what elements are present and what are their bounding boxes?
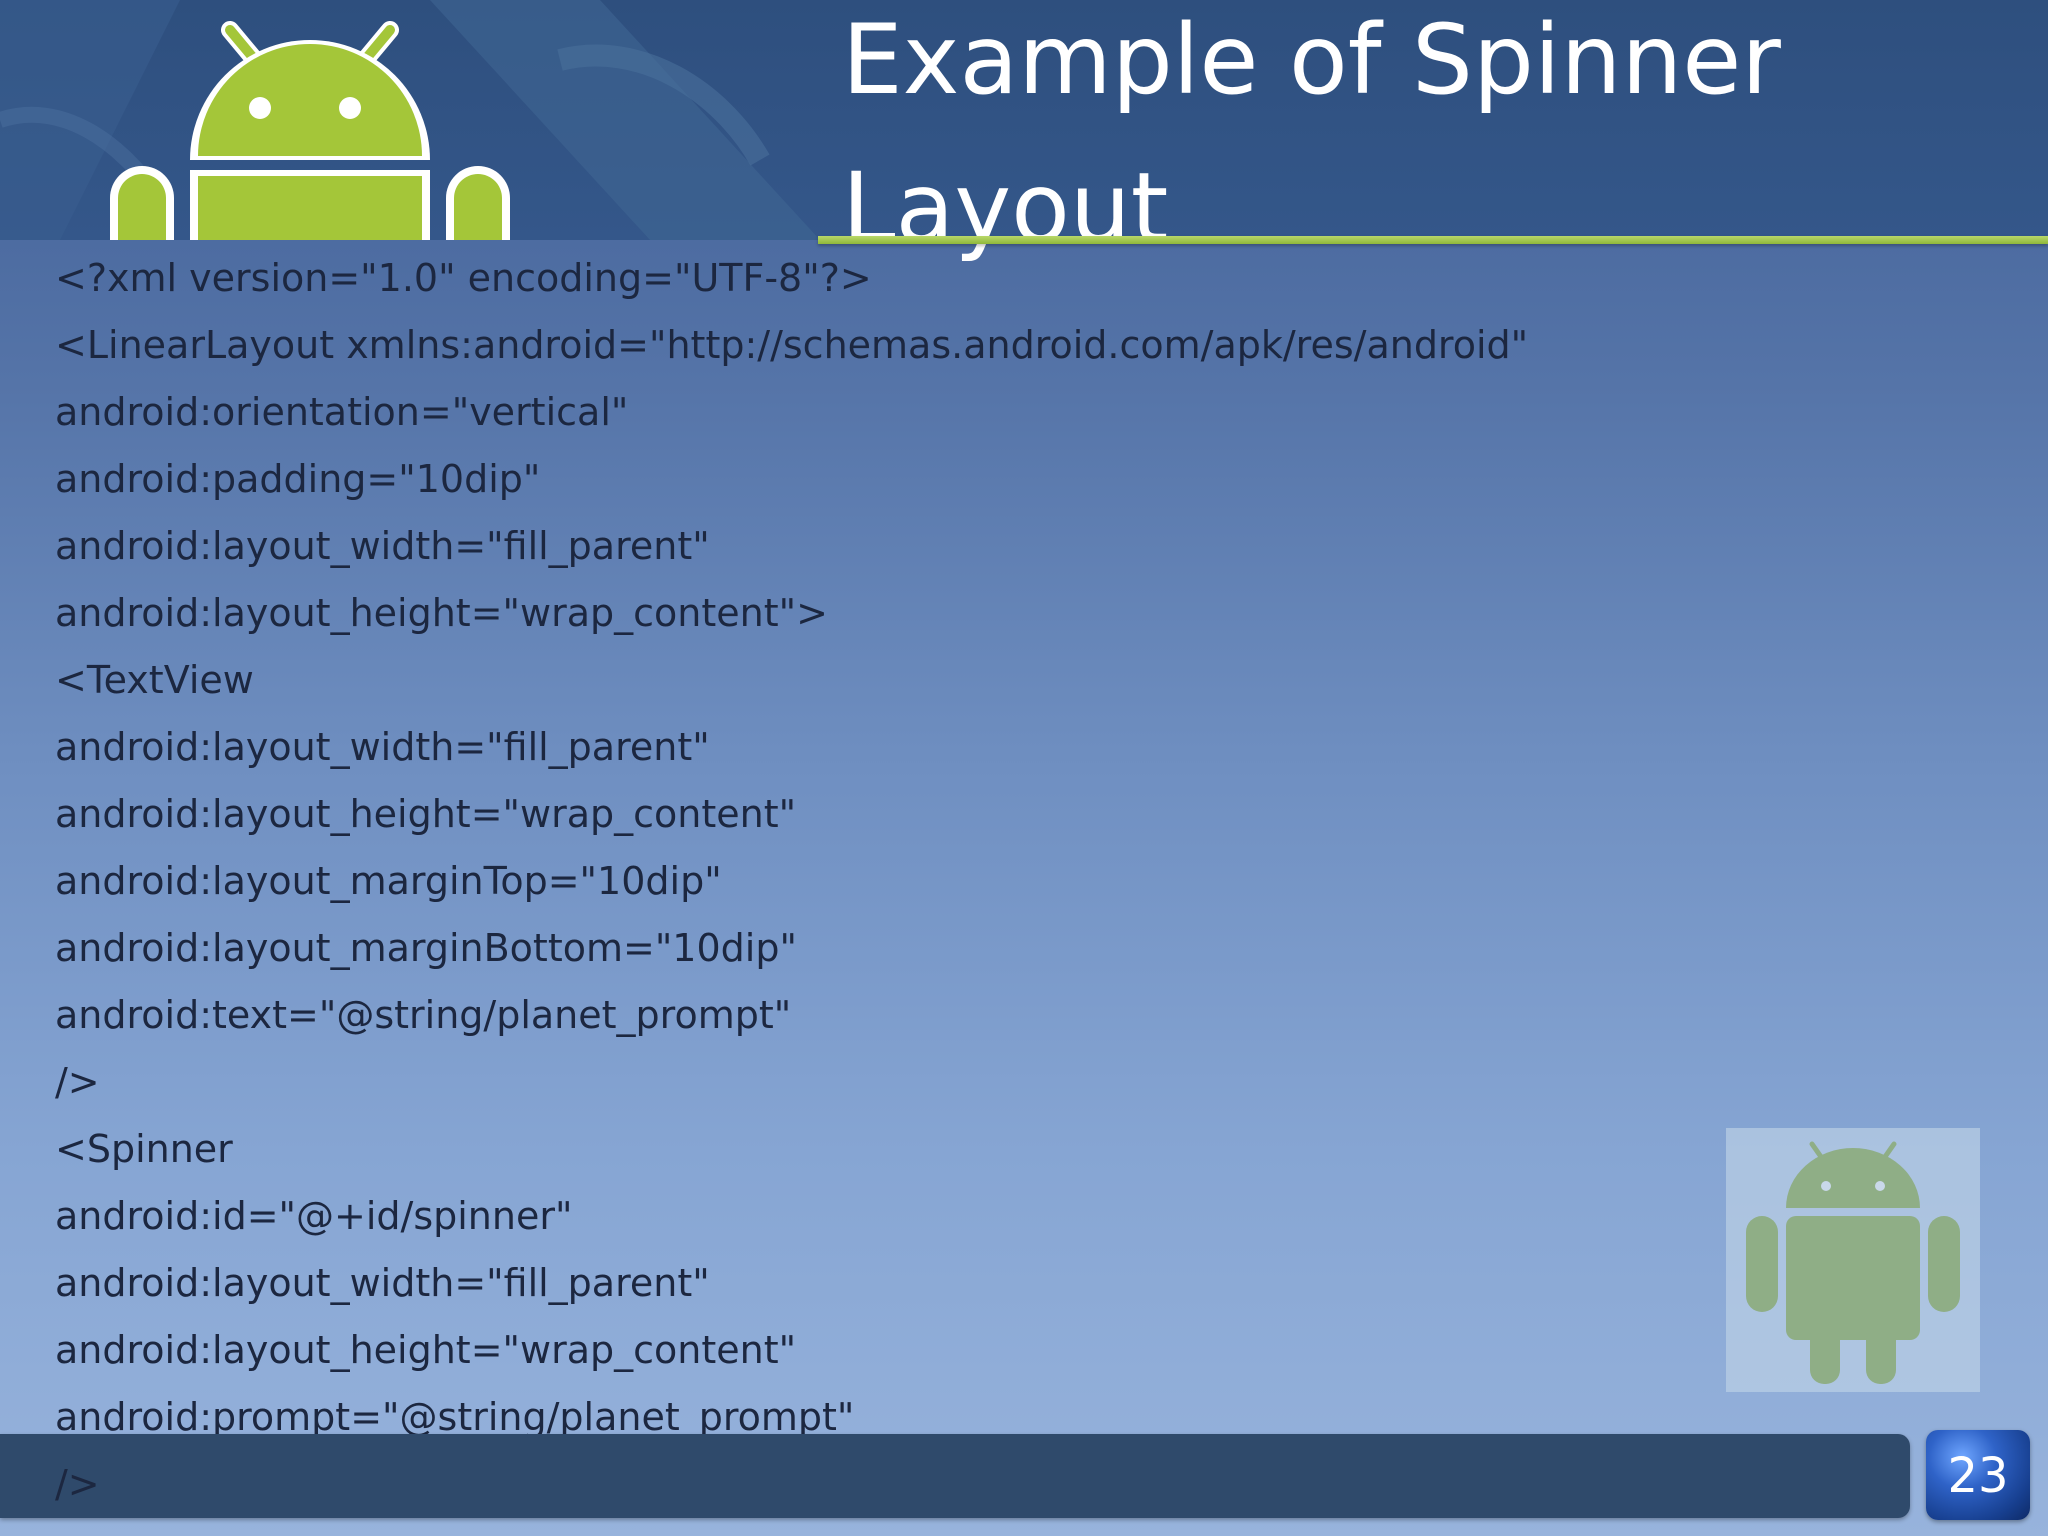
page-number: 23 — [1947, 1448, 2009, 1504]
code-line: android:prompt="@string/planet_prompt" — [55, 1395, 855, 1439]
code-line: /> — [55, 1462, 100, 1506]
slide-title: Example of Spinner Layout — [842, 0, 2022, 282]
code-line: <TextView — [55, 658, 254, 702]
android-watermark-image — [1726, 1128, 1980, 1392]
code-line: android:layout_height="wrap_content" — [55, 1328, 797, 1372]
code-line: android:id="@+id/spinner" — [55, 1194, 573, 1238]
code-line: android:layout_height="wrap_content"> — [55, 591, 828, 635]
page-number-badge: 23 — [1926, 1430, 2030, 1520]
code-line: android:layout_width="fill_parent" — [55, 725, 710, 769]
code-line: <LinearLayout xmlns:android="http://sche… — [55, 323, 1529, 367]
code-line: android:text="@string/planet_prompt" — [55, 993, 792, 1037]
code-line: android:layout_height="wrap_content" — [55, 792, 797, 836]
slide-title-line-1: Example of Spinner — [842, 4, 1781, 116]
code-line: android:layout_marginTop="10dip" — [55, 859, 722, 903]
code-line: android:orientation="vertical" — [55, 390, 629, 434]
code-line: android:layout_width="fill_parent" — [55, 524, 710, 568]
title-underline — [818, 236, 2048, 244]
slide-title-line-2: Layout — [842, 152, 1169, 264]
code-line: /> — [55, 1060, 100, 1104]
code-line: <Spinner — [55, 1127, 233, 1171]
android-robot-icon — [110, 21, 510, 240]
slide-header — [0, 0, 2048, 240]
header-decor-graphic — [0, 0, 820, 240]
code-line: android:layout_marginBottom="10dip" — [55, 926, 797, 970]
footer-bar — [0, 1434, 1910, 1518]
code-line: <?xml version="1.0" encoding="UTF-8"?> — [55, 256, 872, 300]
code-line: android:layout_width="fill_parent" — [55, 1261, 710, 1305]
code-block: <?xml version="1.0" encoding="UTF-8"?> <… — [55, 252, 1655, 1525]
android-robot-icon — [1746, 1141, 1960, 1384]
code-line: android:padding="10dip" — [55, 457, 541, 501]
